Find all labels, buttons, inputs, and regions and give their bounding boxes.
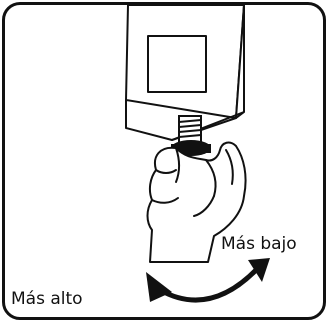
lower-label: Más bajo — [221, 234, 297, 254]
higher-label: Más alto — [11, 289, 83, 309]
appliance-corner-icon — [125, 4, 245, 141]
double-arrow-rotation-icon — [146, 258, 270, 303]
hand-icon — [146, 141, 247, 263]
